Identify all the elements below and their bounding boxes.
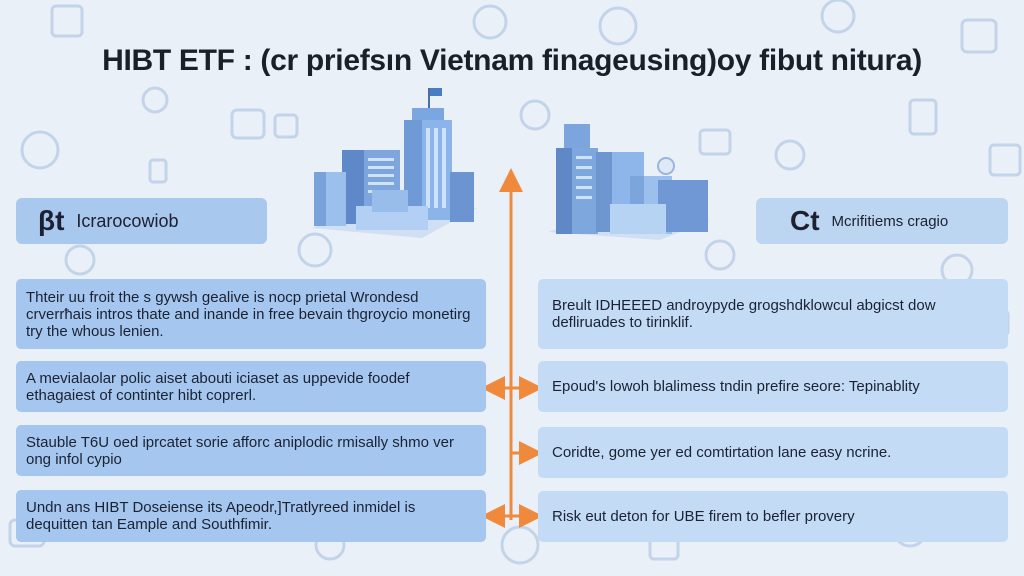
right-card-1: Breult IDHEEED androypyde grogshdklowcul… <box>538 279 1008 349</box>
right-header-symbol: Ct <box>790 205 820 236</box>
right-header-label: Mcrifitiems cragio <box>831 212 949 230</box>
right-card-2: Epoud's lowoh blalimess tndin prefire se… <box>538 361 1008 412</box>
left-header-symbol: βt <box>38 205 65 236</box>
city-buildings-illustration-left <box>312 88 477 238</box>
right-card-4: Risk eut deton for UBE firem to befler p… <box>538 491 1008 542</box>
left-column-header: βt Icrarocowiob <box>16 198 267 244</box>
left-card-2: A mevialaolar polic aiset abouti iciaset… <box>16 361 486 412</box>
page-title: HIBT ETF : (cr priefsın Vietnam finageus… <box>102 44 922 77</box>
left-card-4: Undn ans HIBT Doseiense its Apeodr,]Trat… <box>16 490 486 542</box>
city-buildings-illustration-right <box>548 124 710 240</box>
right-card-3: Coridte, gome yer ed comtirtation lane e… <box>538 427 1008 478</box>
left-card-3: Stauble T6U oed iprcatet sorie afforc an… <box>16 425 486 476</box>
right-column-header: Ct Mcrifitiems cragio <box>756 198 1008 244</box>
left-card-1: Thteir uu froit the s gywsh gealive is n… <box>16 279 486 349</box>
left-header-label: Icrarocowiob <box>76 210 179 231</box>
